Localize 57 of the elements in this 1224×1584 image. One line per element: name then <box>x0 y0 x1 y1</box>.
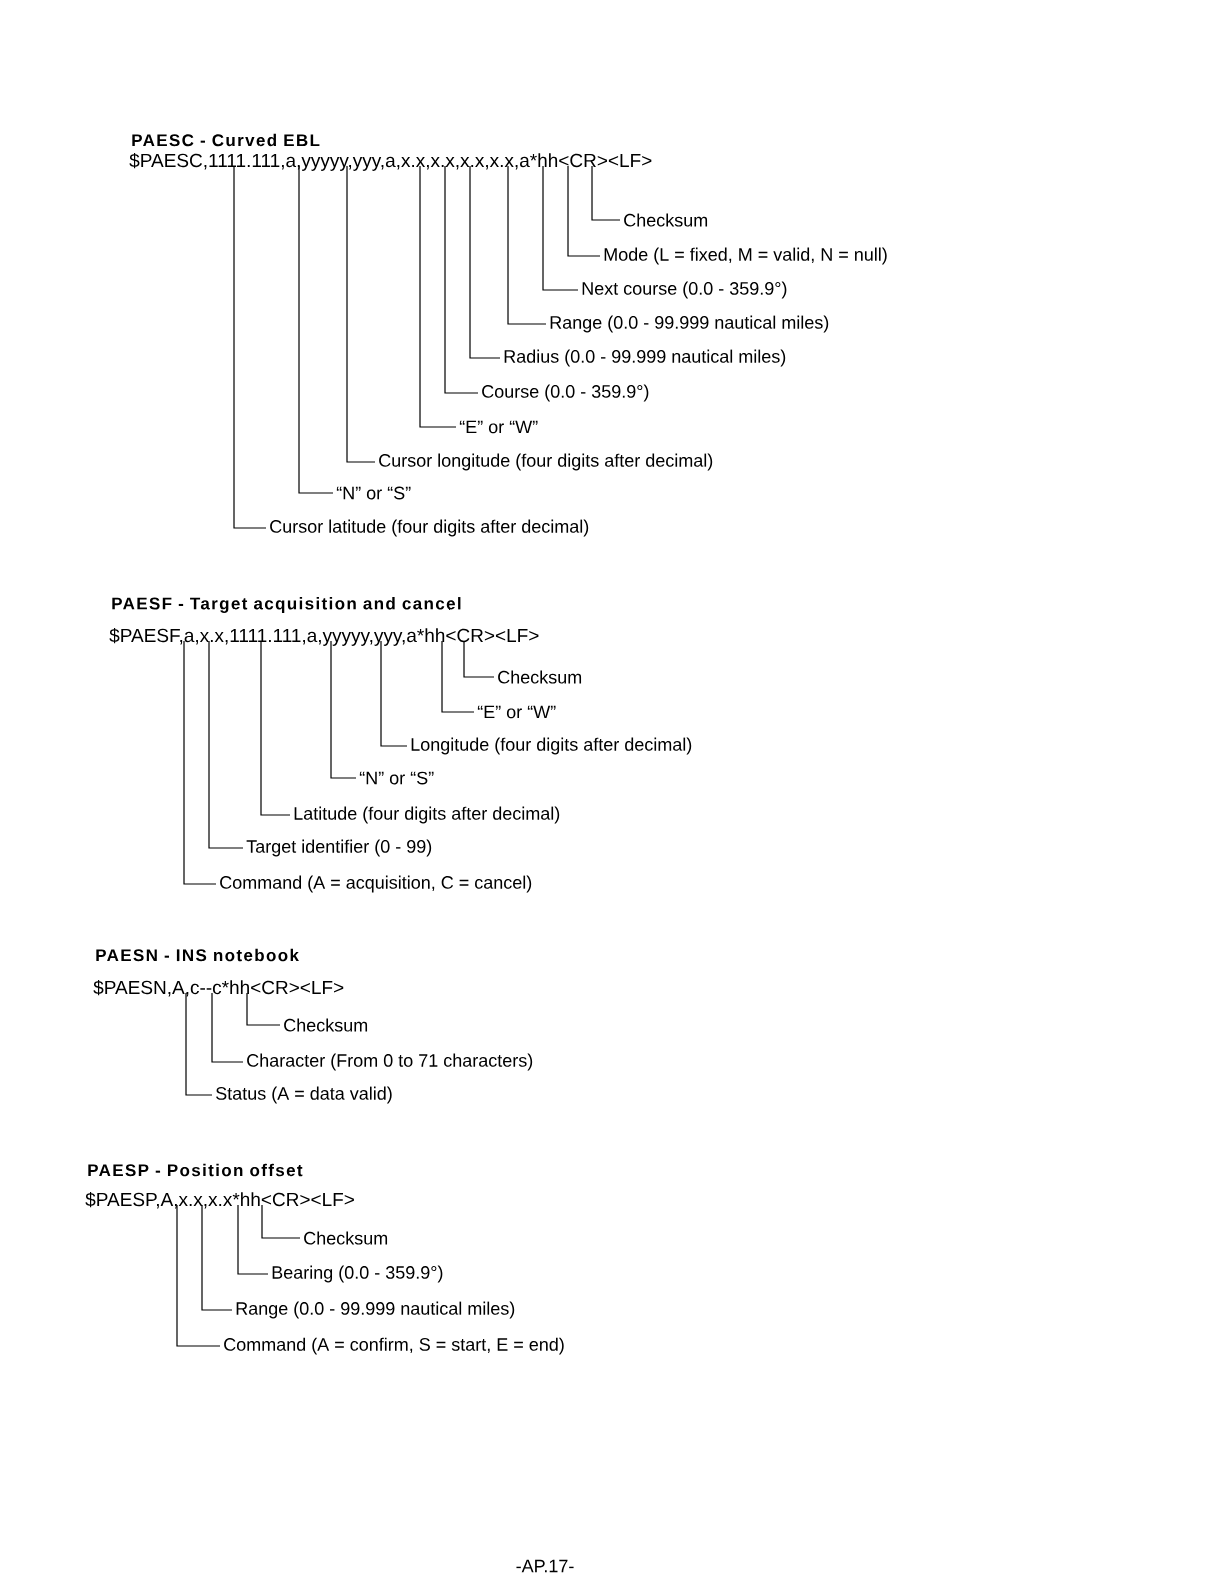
page-number: -AP.17- <box>516 1559 574 1573</box>
leader-line <box>233 165 267 529</box>
leader-line <box>567 165 601 257</box>
field-description: Mode (L = fixed, M = valid, N = null) <box>604 247 887 265</box>
field-description: Checksum <box>304 1231 388 1245</box>
field-description: Status (A = data valid) <box>216 1086 392 1104</box>
field-description: Cursor latitude (four digits after decimal) <box>270 519 589 537</box>
field-description: Next course (0.0 - 359.9°) <box>582 281 787 299</box>
leader-line <box>208 640 244 849</box>
sentence-format: $PAESN,A,c--c*hh<CR><LF> <box>93 979 344 997</box>
leader-line <box>330 640 357 779</box>
section-heading: PAESC - Curved EBL <box>132 133 320 147</box>
field-description: Cursor longitude (four digits after decimal) <box>379 453 713 471</box>
leader-line <box>246 992 281 1026</box>
leader-line <box>591 165 621 221</box>
field-description: Target identifier (0 - 99) <box>246 839 432 857</box>
leader-line <box>185 992 213 1096</box>
leader-line <box>298 165 334 494</box>
leader-line <box>507 165 547 325</box>
leader-line <box>441 640 475 713</box>
field-description: Bearing (0.0 - 359.9°) <box>272 1265 443 1283</box>
leader-line <box>346 165 376 463</box>
field-description: Checksum <box>498 670 582 684</box>
field-description: Radius (0.0 - 99.999 nautical miles) <box>504 349 786 367</box>
field-description: Latitude (four digits after decimal) <box>294 806 560 824</box>
sentence-format: $PAESF,a,x.x,1111.111,a,yyyyy,yyy,a*hh<CR><LF> <box>109 627 539 646</box>
leader-line <box>237 1204 269 1275</box>
field-description: Checksum <box>624 213 708 227</box>
leader-line <box>542 165 579 291</box>
field-description: “N” or “S” <box>336 486 411 500</box>
leader-line <box>176 1204 221 1347</box>
field-description: Range (0.0 - 99.999 nautical miles) <box>236 1301 515 1319</box>
field-description: “E” or “W” <box>477 705 556 719</box>
leader-line <box>201 1204 233 1311</box>
section-heading: PAESP - Position offset <box>88 1163 303 1177</box>
field-description: Range (0.0 - 99.999 nautical miles) <box>550 315 829 333</box>
field-description: Longitude (four digits after decimal) <box>411 737 692 755</box>
section-heading: PAESN - INS notebook <box>96 948 299 962</box>
leader-line <box>463 640 495 678</box>
leader-line <box>469 165 501 359</box>
leader-line <box>261 1204 301 1239</box>
section-heading: PAESF - Target acquisition and cancel <box>112 597 461 613</box>
leader-line <box>419 165 457 428</box>
field-description: “E” or “W” <box>459 420 538 434</box>
leader-line <box>260 640 291 816</box>
field-description: Checksum <box>284 1018 368 1032</box>
field-description: Course (0.0 - 359.9°) <box>482 384 649 402</box>
leader-line <box>211 992 244 1063</box>
field-description: “N” or “S” <box>359 771 434 785</box>
field-description: Character (From 0 to 71 characters) <box>247 1053 533 1071</box>
leader-line <box>380 640 408 747</box>
field-description: Command (A = confirm, S = start, E = end) <box>224 1337 564 1355</box>
leader-line <box>183 640 217 885</box>
sentence-format: $PAESP,A,x.x,x.x*hh<CR><LF> <box>85 1191 354 1209</box>
field-description: Command (A = acquisition, C = cancel) <box>220 875 532 893</box>
leader-line <box>444 165 479 394</box>
sentence-format: $PAESC,1111.111,a,yyyyy,yyy,a,x.x,x.x,x.x,x.x,a*hh<CR><LF> <box>129 152 652 171</box>
